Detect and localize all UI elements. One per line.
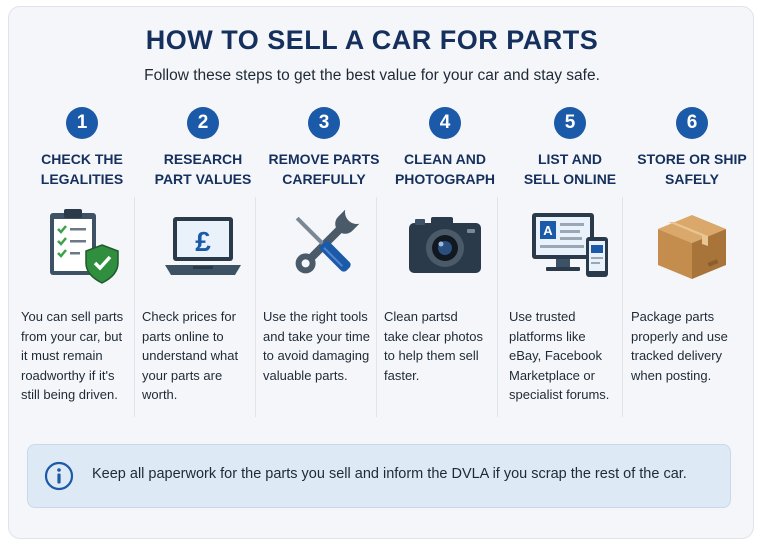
step-number-badge: 6: [676, 107, 708, 139]
step-number-badge: 2: [187, 107, 219, 139]
page-title: HOW TO SELL A CAR FOR PARTS: [145, 25, 599, 55]
column-divider: [497, 197, 498, 417]
monitor-phone-icon: A: [532, 213, 608, 277]
laptop-pound-icon: £: [165, 217, 241, 275]
column-divider: [376, 197, 377, 417]
wrench-screwdriver-icon: [295, 209, 360, 274]
step-number-badge: 3: [308, 107, 340, 139]
svg-text:£: £: [195, 226, 211, 257]
step-number-badge: 4: [429, 107, 461, 139]
step-number-badge: 5: [554, 107, 586, 139]
column-divider: [255, 197, 256, 417]
box-icon: [658, 215, 726, 279]
info-note: Keep all paperwork for the parts you sel…: [27, 444, 731, 508]
step-number-badge: 1: [66, 107, 98, 139]
column-divider: [134, 197, 135, 417]
svg-text:A: A: [543, 223, 553, 238]
column-divider: [622, 197, 623, 417]
clipboard-shield-icon: [50, 209, 119, 284]
info-note-text: Keep all paperwork for the parts you sel…: [92, 466, 687, 482]
camera-icon: [409, 217, 481, 273]
info-icon: [44, 461, 74, 491]
page-subtitle: Follow these steps to get the best value…: [144, 67, 600, 84]
infographic-card: HOW TO SELL A CAR FOR PARTS Follow these…: [8, 6, 754, 539]
